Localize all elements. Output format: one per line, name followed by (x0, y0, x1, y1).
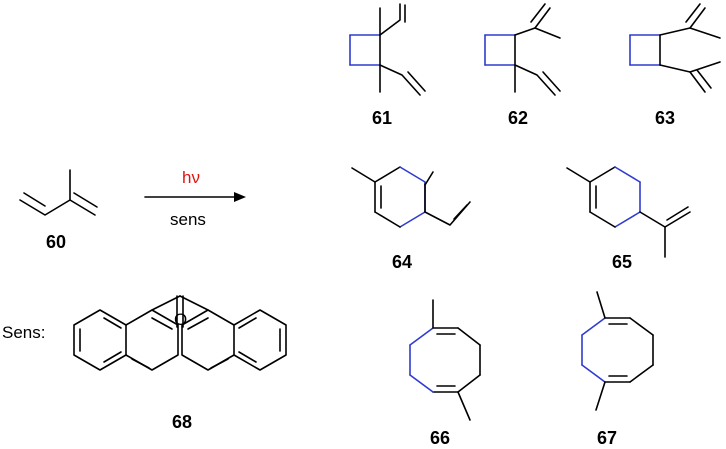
sens-label: Sens: (2, 323, 45, 342)
molecule-63 (629, 3, 721, 93)
compound-label-68: 68 (172, 412, 192, 432)
compound-label-64: 64 (392, 252, 412, 272)
reaction-arrow (144, 192, 246, 202)
molecule-66 (409, 299, 481, 421)
oxygen-atom: O (174, 310, 187, 329)
molecule-61 (349, 3, 426, 96)
molecule-67 (581, 291, 654, 411)
compound-label-65: 65 (612, 252, 632, 272)
compound-label-63: 63 (655, 108, 675, 128)
compound-label-61: 61 (372, 108, 392, 128)
compound-label-67: 67 (597, 428, 617, 448)
molecule-60 (19, 169, 98, 216)
molecule-64 (351, 166, 471, 228)
compound-label-66: 66 (430, 428, 450, 448)
molecule-65 (566, 166, 691, 258)
compound-label-60: 60 (46, 232, 66, 252)
molecule-68 (73, 295, 287, 371)
condition-sens: sens (170, 210, 206, 229)
molecule-62 (484, 3, 561, 96)
condition-hv: hν (182, 168, 200, 187)
compound-label-62: 62 (508, 108, 528, 128)
